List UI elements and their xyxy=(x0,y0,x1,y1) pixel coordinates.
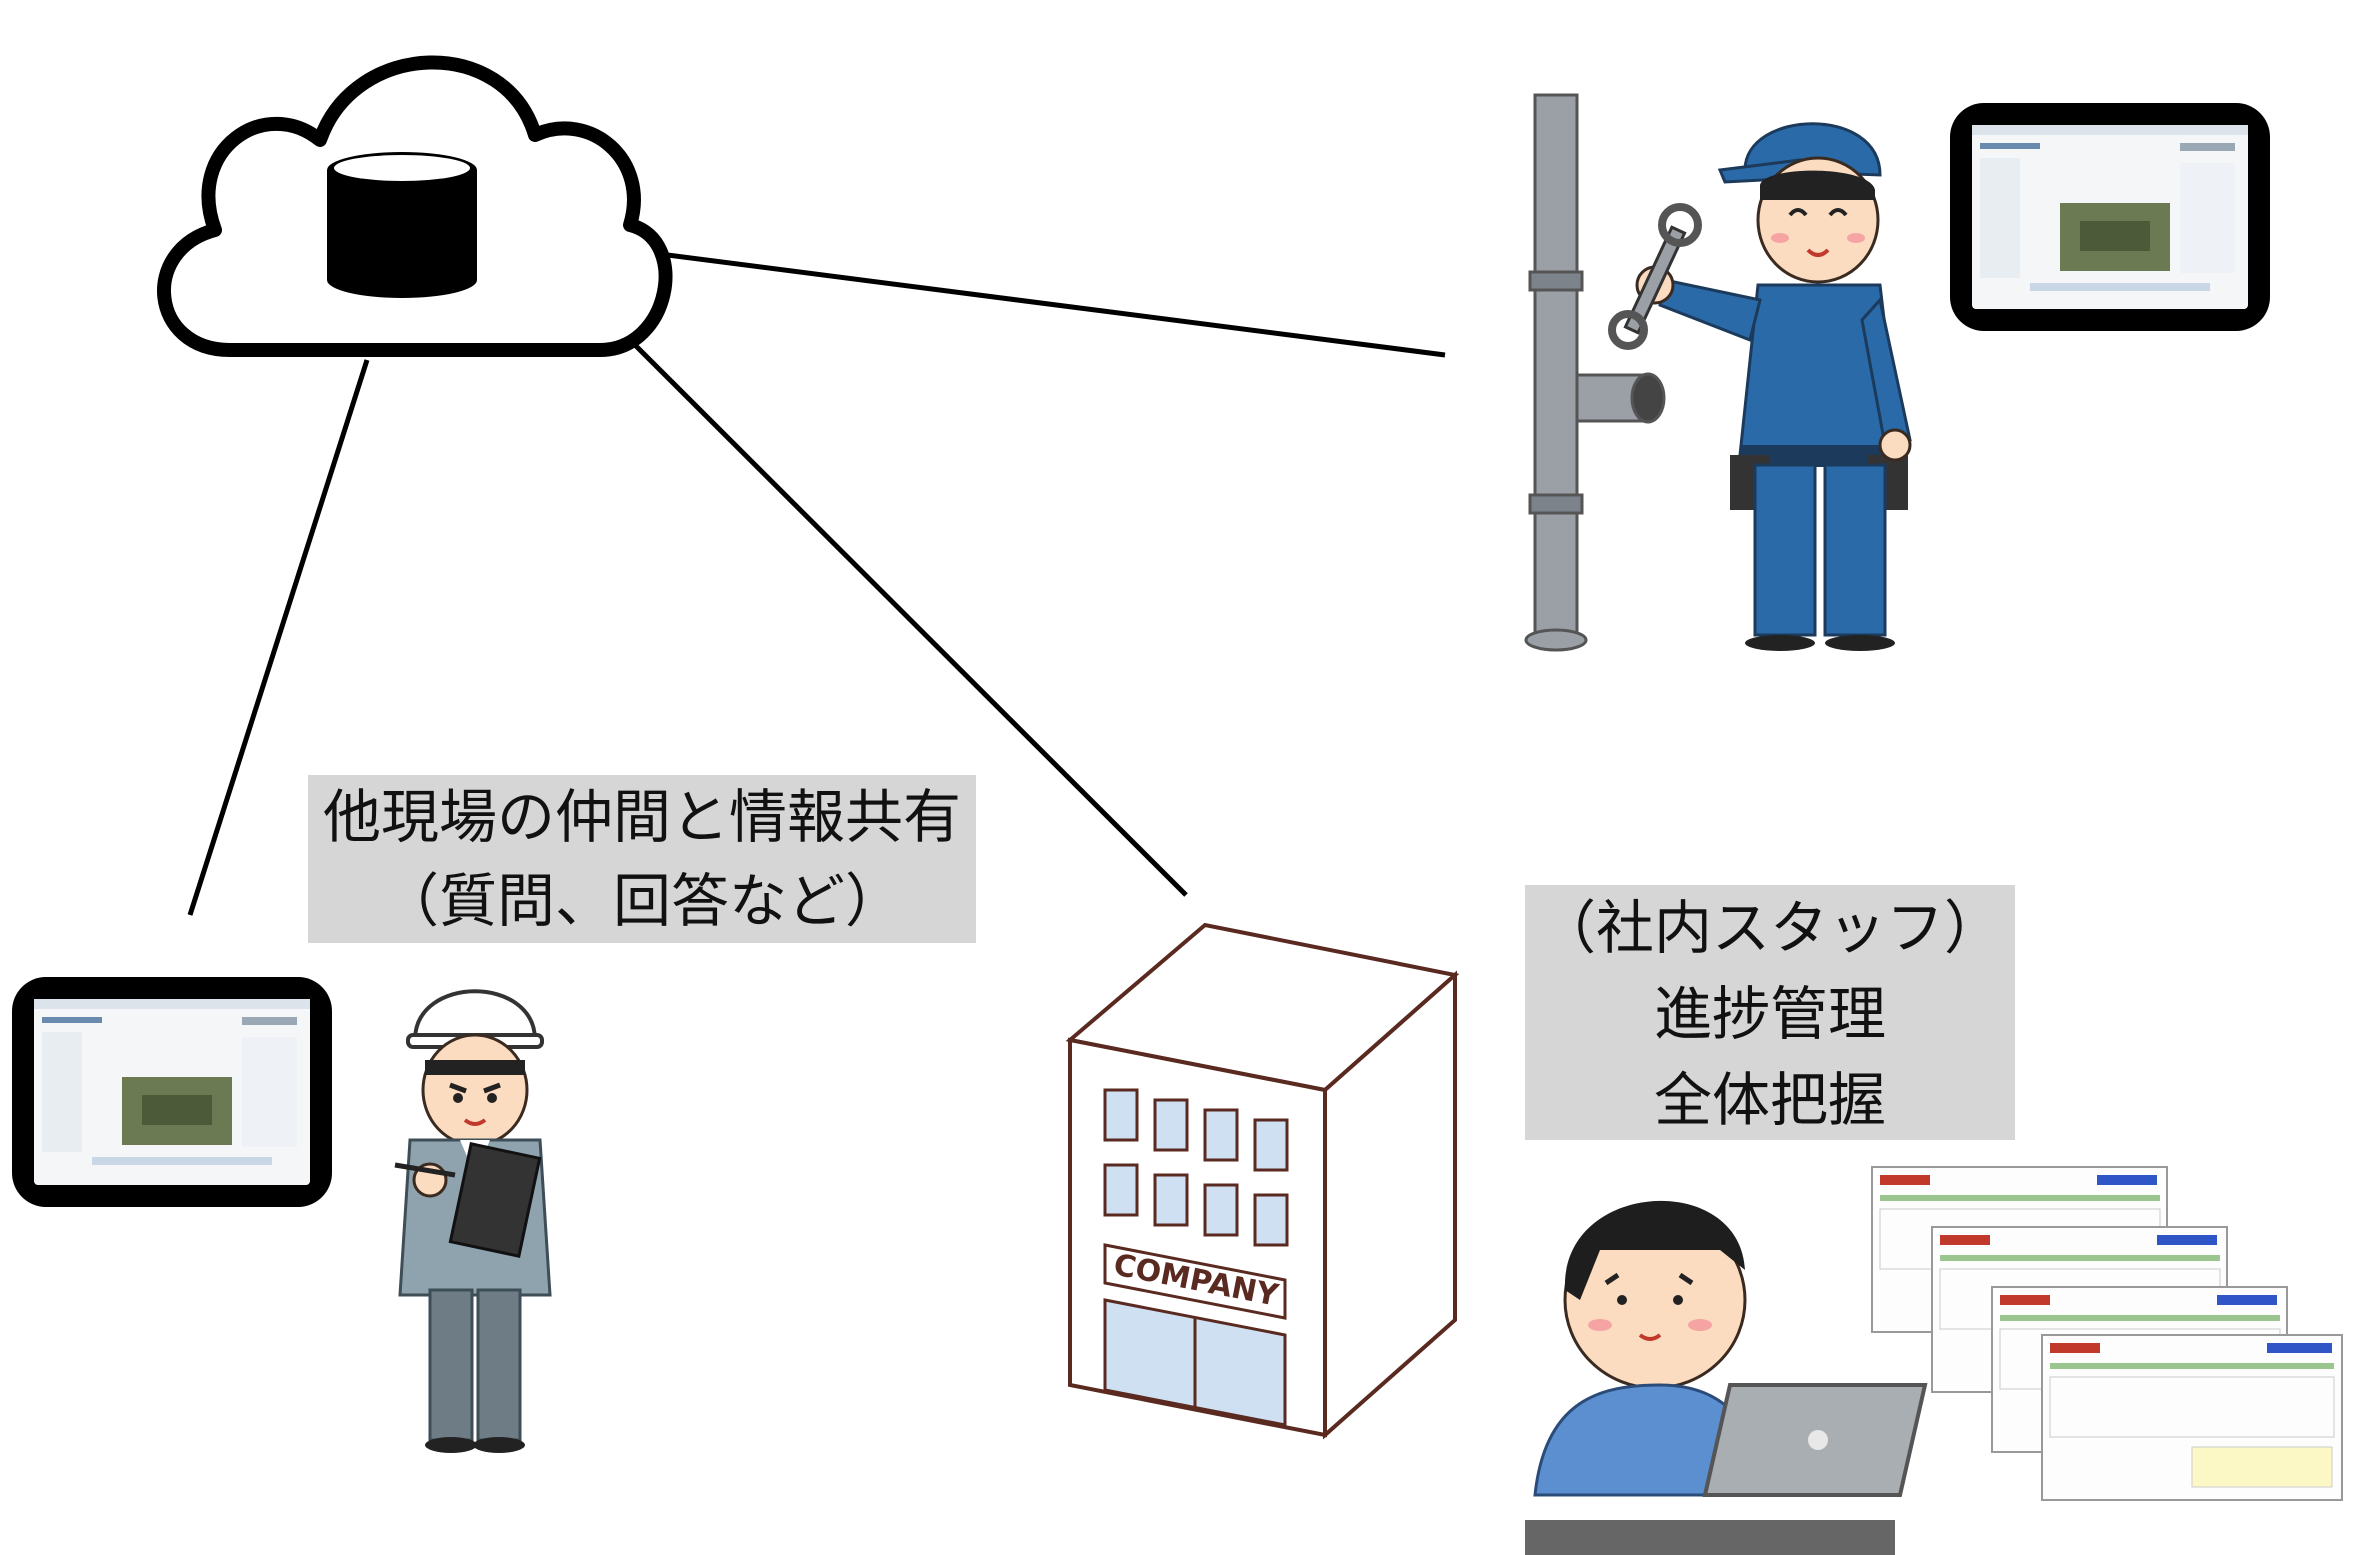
line-cloud-to-plumber xyxy=(651,250,1446,358)
wrench-icon xyxy=(1608,203,1702,350)
label-info-sharing-line2: （質問、回答など） xyxy=(380,867,903,935)
line-cloud-to-supervisor xyxy=(187,359,370,916)
tablet-icon xyxy=(1950,103,2270,331)
site-supervisor-icon xyxy=(394,989,552,1453)
label-info-sharing: 他現場の仲間と情報共有 （質問、回答など） xyxy=(308,775,976,943)
pipe-icon xyxy=(1524,93,1666,652)
plumber-worker-icon xyxy=(1524,93,1912,652)
label-office-staff-line3: 全体把握 xyxy=(1653,1066,1886,1134)
label-office-staff-line1: （社内スタッフ） xyxy=(1537,894,2002,962)
database-icon xyxy=(327,152,477,298)
cloud-database-icon xyxy=(157,55,673,357)
label-office-staff-line2: 進捗管理 xyxy=(1653,980,1886,1048)
office-staff-laptop-icon xyxy=(1525,1200,1928,1555)
documents-icon xyxy=(1871,1166,2343,1501)
connection-lines xyxy=(187,250,1446,916)
label-info-sharing-line1: 他現場の仲間と情報共有 xyxy=(322,783,961,851)
tablet-icon-left xyxy=(12,977,332,1207)
desk xyxy=(1525,1520,1895,1555)
building-windows xyxy=(1103,1088,1289,1247)
line-cloud-to-building xyxy=(623,333,1188,897)
label-office-staff: （社内スタッフ） 進捗管理 全体把握 xyxy=(1525,885,2015,1140)
office-building-icon: COMPANY xyxy=(1065,922,1460,1440)
